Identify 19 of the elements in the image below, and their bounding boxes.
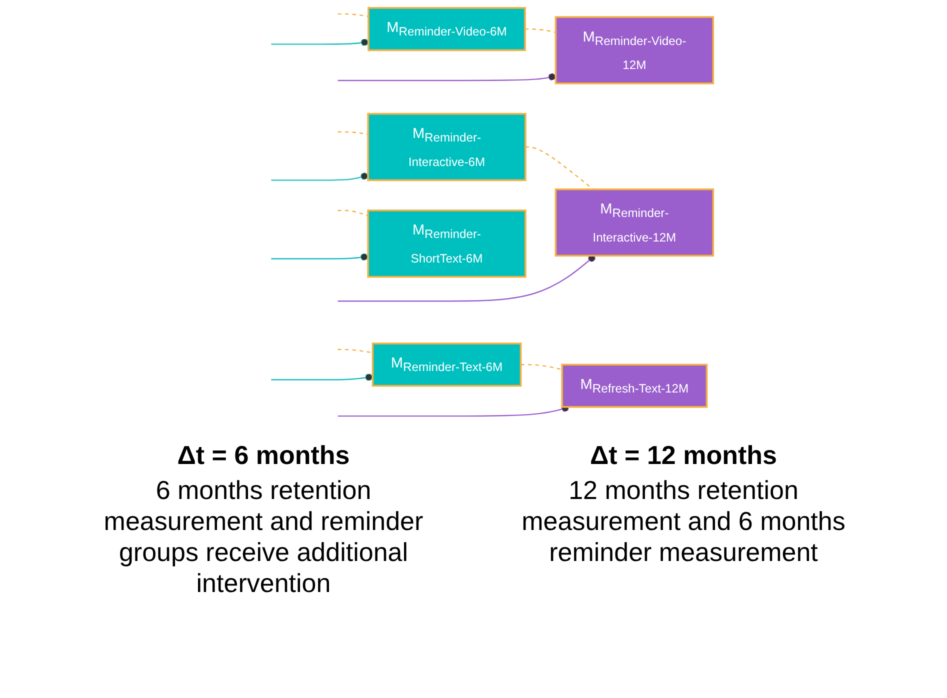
connector-line	[337, 348, 372, 354]
node-box: M$_{Reminder-Text-6M}$	[371, 342, 522, 387]
connector-line	[524, 28, 556, 34]
period-heading: Δt = 6 months	[176, 440, 351, 471]
connector-line	[337, 254, 595, 302]
connector-line	[337, 210, 368, 216]
connector-line	[270, 253, 368, 261]
period-heading: Δt = 12 months	[588, 440, 778, 471]
connector-line	[337, 73, 556, 82]
connector-line	[337, 131, 368, 135]
period-description: 12 months retention measurement and 6 months reminder measurement	[520, 475, 846, 568]
connector-line	[520, 364, 562, 370]
connector-line	[270, 374, 372, 381]
period-description: 6 months retention measurement and reminder groups receive additional intervention	[102, 475, 424, 599]
node-box: M$_{Refresh-Text-12M}$	[560, 364, 708, 408]
connector-line	[270, 38, 368, 46]
connector-line	[337, 13, 368, 18]
node-box: M$_{Reminder-Video-6M}$	[367, 7, 526, 52]
connector-line	[270, 172, 368, 181]
